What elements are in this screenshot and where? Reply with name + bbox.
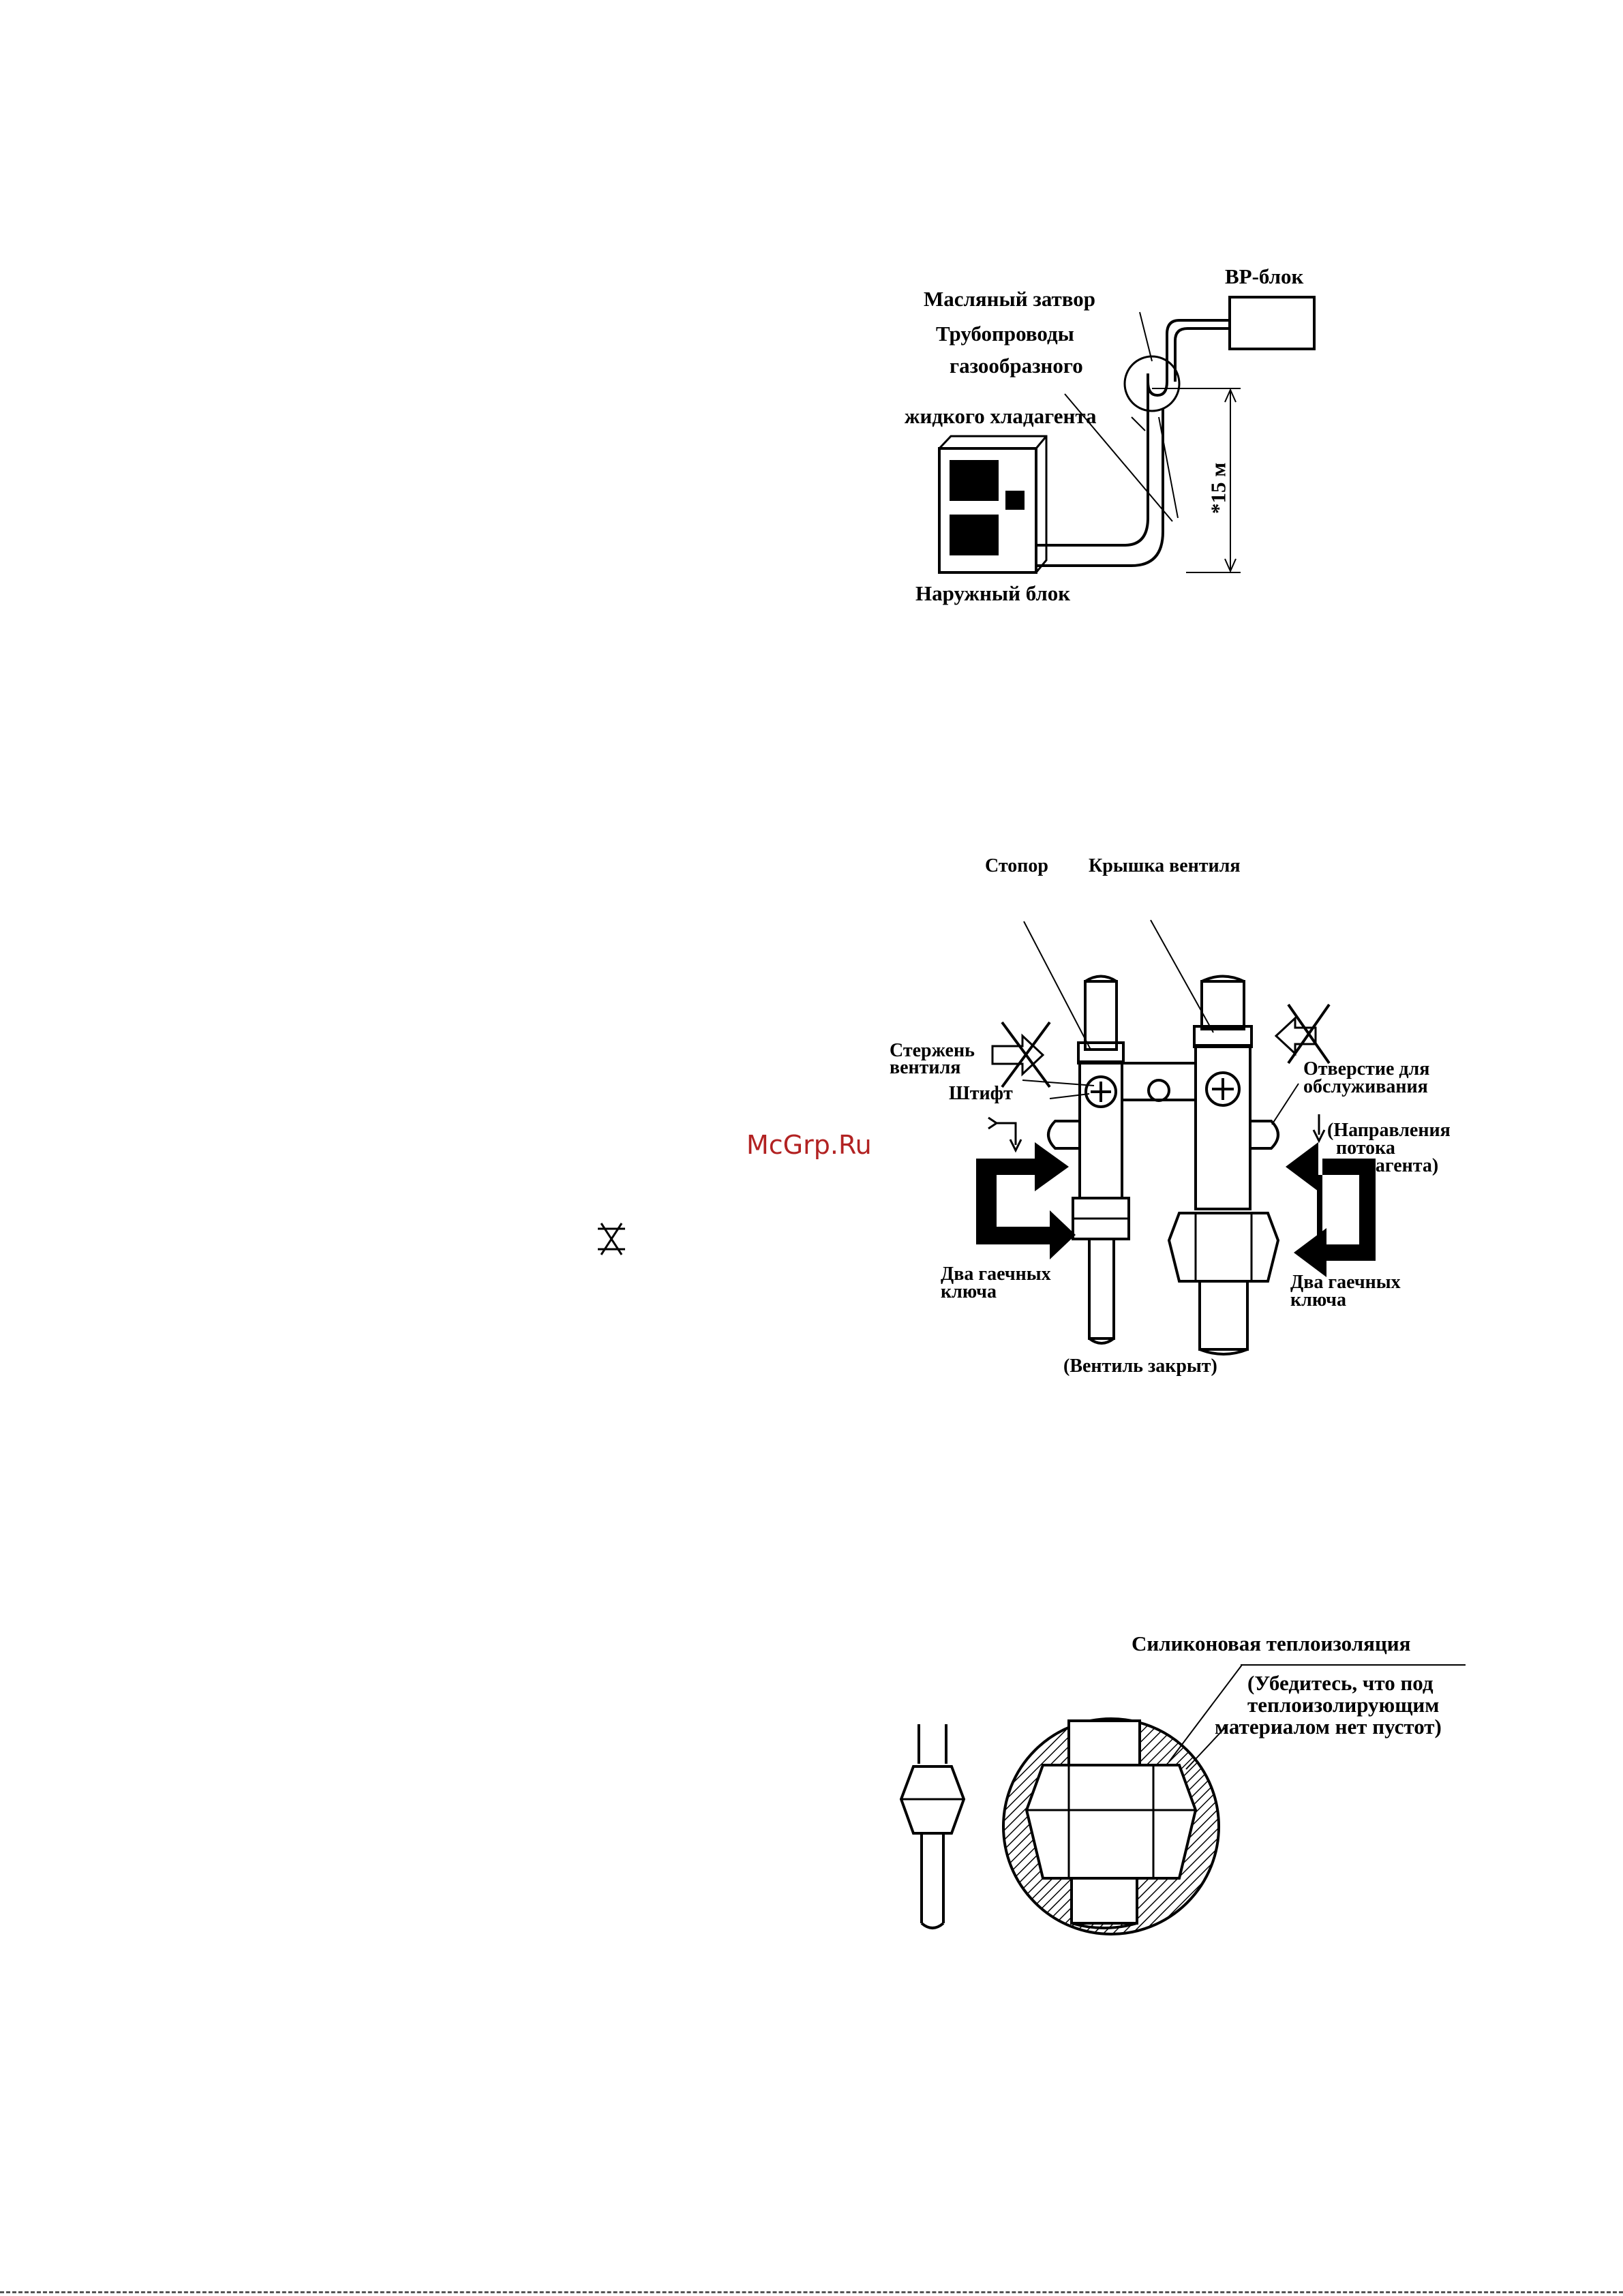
insulation-diagram	[899, 1664, 1466, 1935]
label-pin: Штифт	[949, 1083, 1013, 1104]
label-flow-line3: хладагента)	[1336, 1155, 1439, 1176]
wrench-arrows	[976, 1142, 1376, 1277]
label-bp-unit: BP-блок	[1225, 264, 1304, 288]
piping-diagram	[938, 296, 1316, 574]
label-wrenches-right-line2: ключа	[1290, 1289, 1346, 1311]
right-valve	[1167, 975, 1280, 1356]
label-insulation-note-line1: (Убедитесь, что под	[1247, 1671, 1434, 1695]
forbidden-arrow-left	[991, 1021, 1051, 1088]
label-valve-cap: Крышка вентиля	[1089, 855, 1241, 876]
small-flare-nut	[899, 1724, 966, 1929]
label-wrenches-left-line1: Два гаечных	[941, 1264, 1051, 1285]
label-insulation-note-line2: теплоизолирующим	[1247, 1693, 1440, 1717]
label-flow-line1: (Направления	[1327, 1120, 1451, 1141]
page-bottom-rule	[0, 2291, 1623, 2293]
left-valve	[1047, 975, 1130, 1345]
wrench-arrow-left	[976, 1142, 1076, 1259]
label-wrenches-left-line2: ключа	[941, 1281, 997, 1302]
label-service-port-line2: обслуживания	[1303, 1076, 1428, 1097]
oil-trap-circle	[1123, 355, 1181, 412]
insulated-joint	[1002, 1717, 1220, 1935]
label-stopper: Стопор	[985, 855, 1048, 876]
bp-unit-box	[1228, 296, 1316, 350]
label-height: *15 м	[1206, 462, 1230, 514]
label-insulation-title: Силиконовая теплоизоляция	[1132, 1632, 1411, 1655]
forbidden-arrow-right	[1274, 1003, 1331, 1065]
label-pipes-line2: газообразного	[950, 354, 1083, 378]
label-outdoor-unit: Наружный блок	[915, 581, 1071, 605]
label-oil-trap: Масляный затвор	[924, 287, 1096, 311]
asterisk-mark	[598, 1223, 625, 1255]
outdoor-unit-drawing	[938, 435, 1048, 574]
bar-hole	[1147, 1079, 1170, 1102]
wrench-arrow-right	[1317, 1159, 1376, 1261]
label-insulation-note-line3: материалом нет пустот)	[1215, 1715, 1442, 1739]
label-valve-stem-line2: вентиля	[890, 1057, 961, 1078]
label-wrenches-right-line1: Два гаечных	[1290, 1272, 1401, 1293]
stop-valves-diagram	[988, 919, 1331, 1356]
watermark: McGrp.Ru	[746, 1130, 872, 1160]
label-service-port-line1: Отверстие для	[1303, 1058, 1430, 1080]
label-pipes-line3: жидкого хладагента	[905, 404, 1097, 428]
label-pipes-line1: Трубопроводы	[936, 322, 1074, 346]
label-flow-line2: потока	[1336, 1137, 1395, 1159]
label-valve-stem-line1: Стержень	[890, 1040, 975, 1061]
label-valve-closed: (Вентиль закрыт)	[1063, 1356, 1217, 1377]
